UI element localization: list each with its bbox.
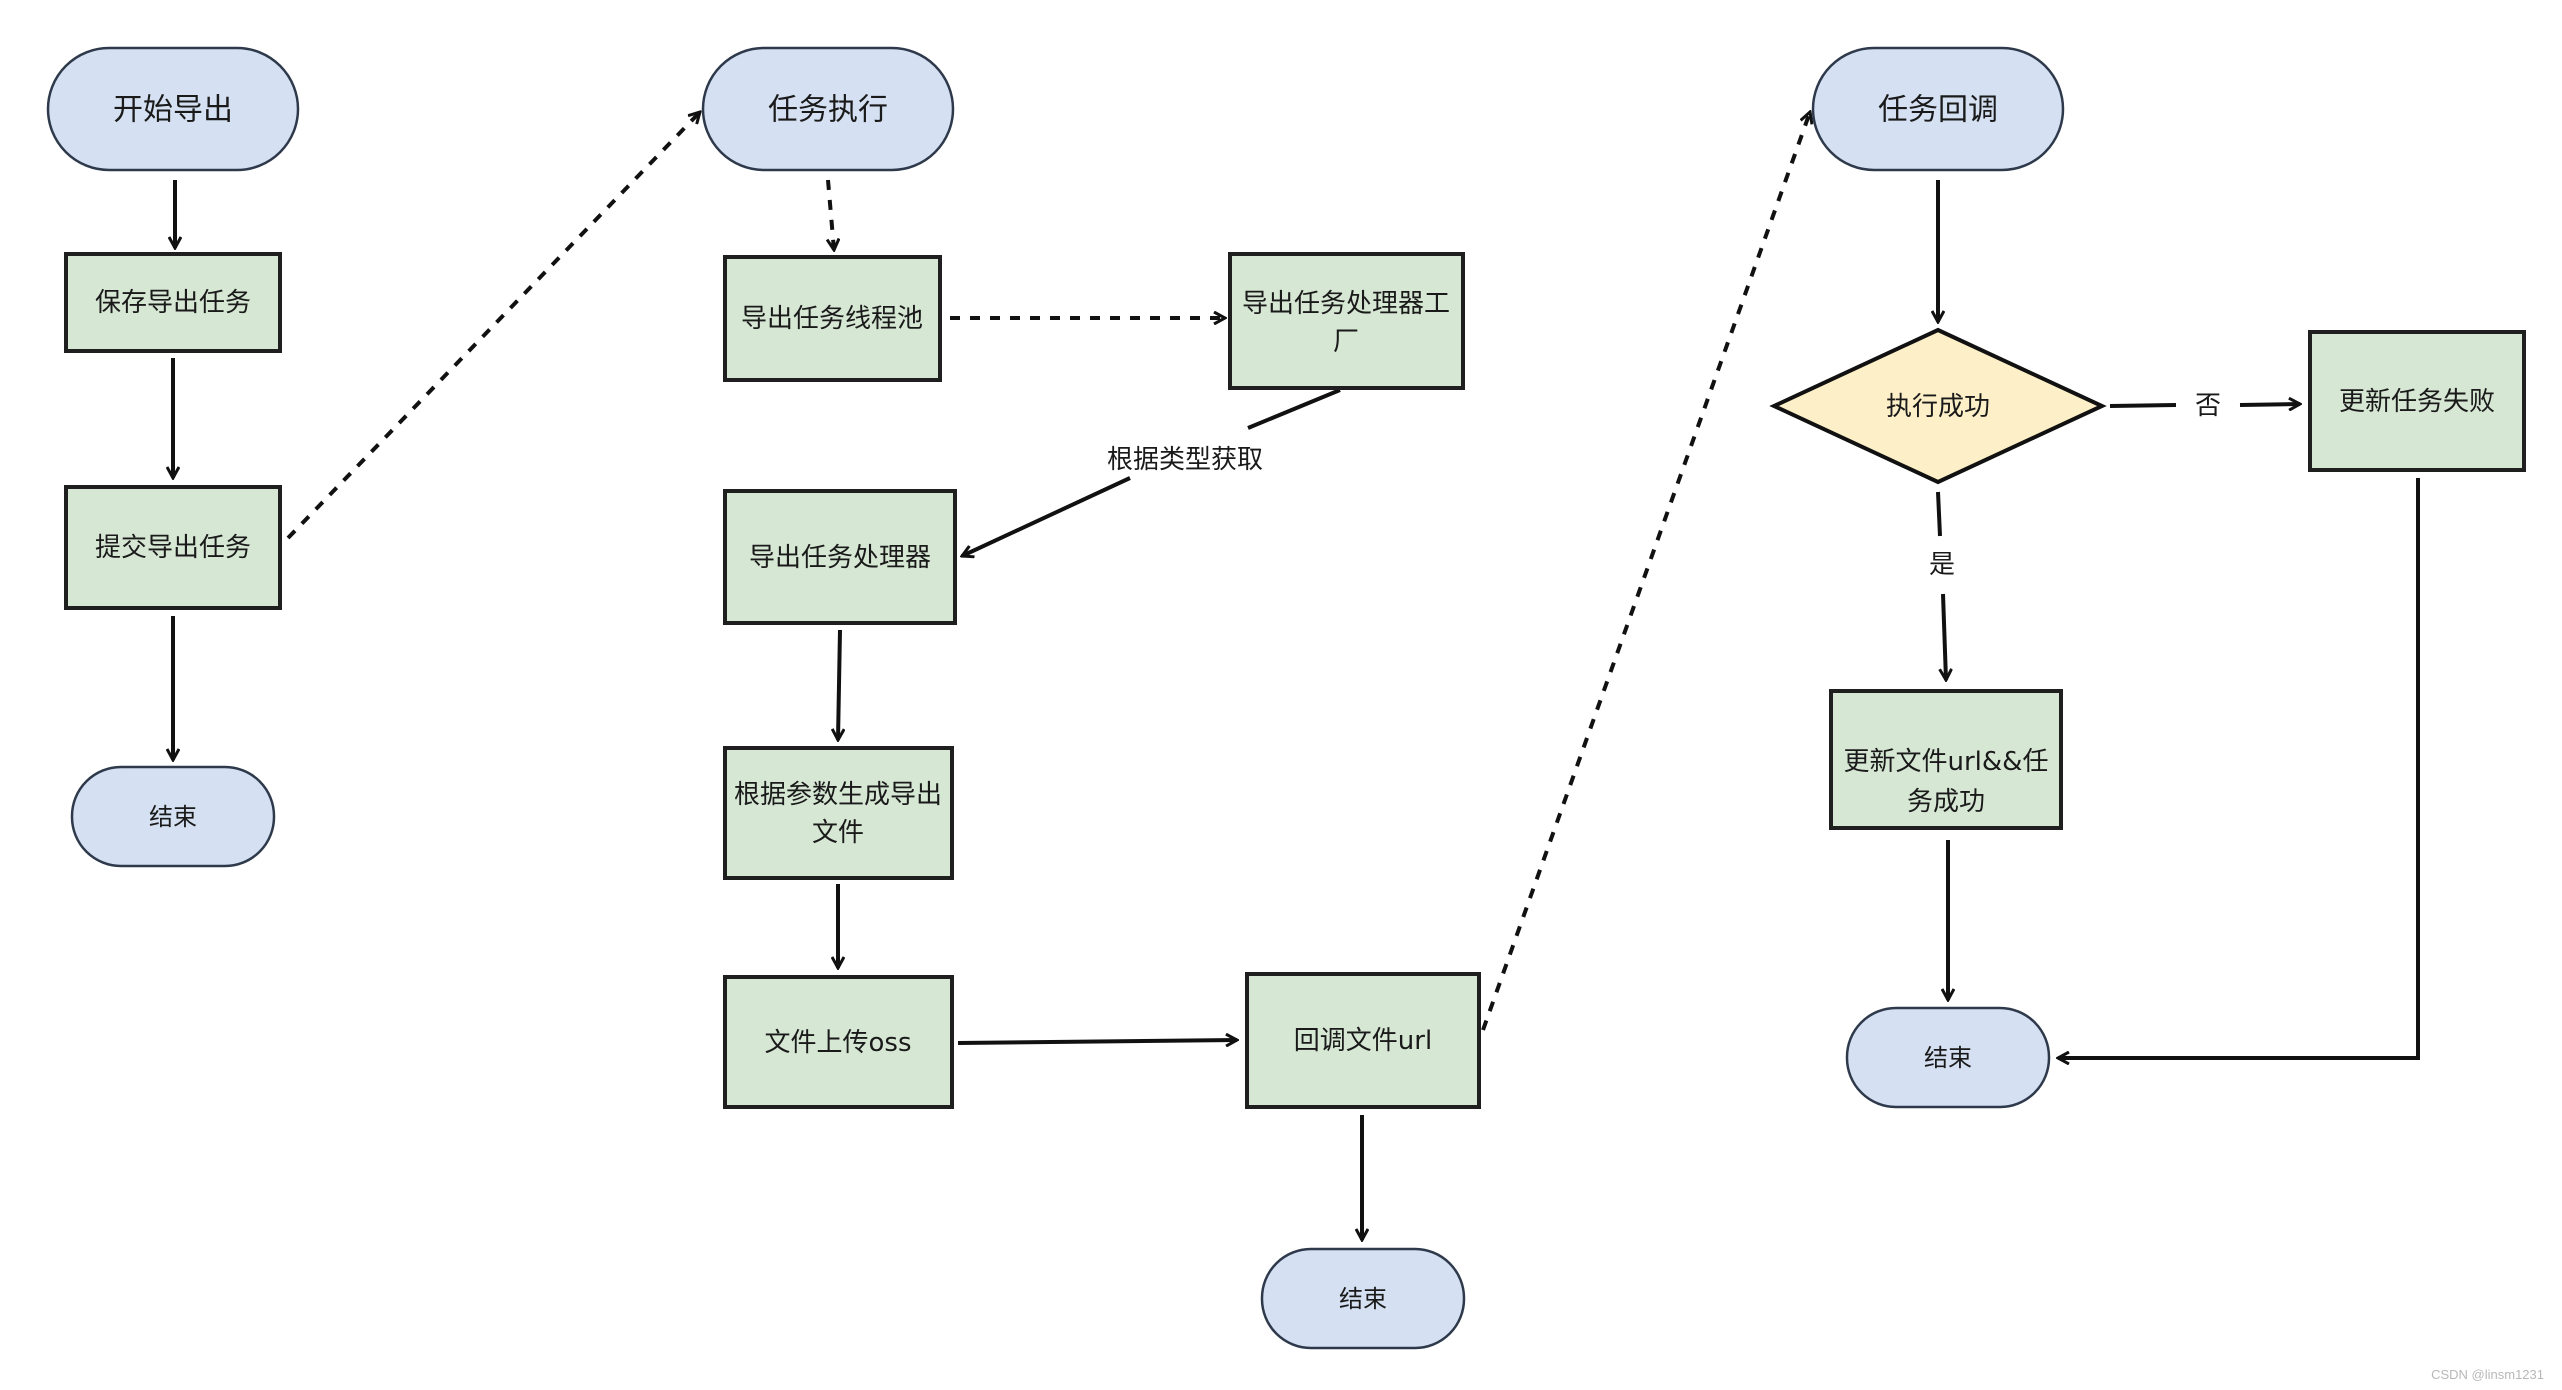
node-label: 文件上传oss [765, 1028, 912, 1058]
node-update-success: 更新文件url&&任 务成功 [1829, 689, 2063, 830]
node-submit-task: 提交导出任务 [64, 485, 282, 610]
edge-handler-to-genfile [838, 629, 840, 740]
node-label: 导出任务处理器 [749, 543, 931, 573]
edge-label-no: 否 [2195, 391, 2221, 421]
node-callback-url: 回调文件url [1245, 972, 1481, 1109]
node-label: 结束 [149, 803, 197, 831]
watermark: CSDN @linsm1231 [2431, 1367, 2544, 1382]
edge-update-fail-to-end [2058, 478, 2420, 1058]
node-label: 任务回调 [1878, 93, 1998, 128]
node-exec-success-decision: 执行成功 [1769, 327, 2107, 485]
edge-upload-to-callback [957, 1040, 1237, 1043]
node-label: 导出任务线程池 [741, 304, 923, 334]
edge-decision-yes [1938, 491, 1946, 680]
node-label-line1: 根据参数生成导出 [734, 780, 942, 810]
node-task-exec: 任务执行 [701, 46, 955, 172]
edge-callback-to-task-callback [1481, 112, 1810, 1031]
edge-task-exec-to-pool [828, 179, 834, 250]
edge-label-by-type: 根据类型获取 [1107, 445, 1263, 475]
node-handler-factory: 导出任务处理器工 厂 [1228, 252, 1465, 390]
node-label: 保存导出任务 [95, 288, 251, 318]
node-upload-oss: 文件上传oss [723, 975, 954, 1109]
node-end-3: 结束 [1845, 1006, 2051, 1109]
node-label-line2: 文件 [812, 818, 864, 848]
edge-decision-no [2109, 404, 2300, 406]
node-label-line1: 导出任务处理器工 [1242, 289, 1450, 319]
node-start-export: 开始导出 [46, 46, 300, 172]
node-gen-file: 根据参数生成导出 文件 [723, 746, 954, 880]
node-end-1: 结束 [70, 765, 276, 868]
edge-factory-to-handler [962, 388, 1341, 556]
edge-label-yes: 是 [1929, 550, 1955, 580]
node-label: 更新任务失败 [2339, 387, 2495, 417]
node-label: 结束 [1924, 1044, 1972, 1072]
node-update-fail: 更新任务失败 [2308, 330, 2526, 472]
node-save-task: 保存导出任务 [64, 252, 282, 353]
node-task-callback: 任务回调 [1811, 46, 2065, 172]
node-label: 开始导出 [113, 93, 233, 128]
node-end-2: 结束 [1260, 1247, 1466, 1350]
node-label-line2: 厂 [1333, 327, 1359, 357]
node-label: 提交导出任务 [95, 533, 251, 563]
node-handler: 导出任务处理器 [723, 489, 957, 625]
node-label: 回调文件url [1294, 1026, 1432, 1056]
edge-submit-to-task-exec [286, 112, 700, 540]
node-label: 结束 [1339, 1285, 1387, 1313]
node-thread-pool: 导出任务线程池 [723, 255, 942, 382]
node-label: 任务执行 [768, 93, 888, 128]
node-label: 执行成功 [1886, 392, 1990, 422]
node-label-line1: 更新文件url&&任 [1844, 747, 2049, 777]
node-label-line2: 务成功 [1907, 787, 1985, 817]
